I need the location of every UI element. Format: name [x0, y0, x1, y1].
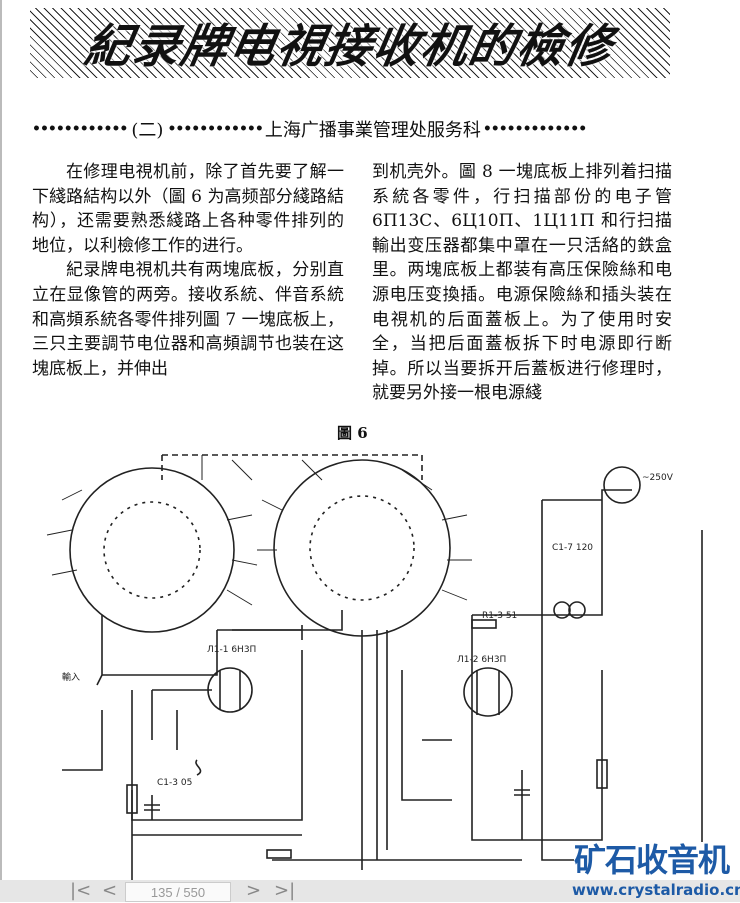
voltage-label: ~250V	[642, 473, 674, 483]
tube-label: Л1-1 6Н3П	[207, 645, 256, 655]
right-column: 到机壳外。圖 8 一塊底板上排列着扫描系統各零件，行扫描部份的电子管 6П13С…	[372, 160, 672, 406]
paragraph: 紀录牌电視机共有两塊底板，分别直立在显像管的两旁。接收系統、伴音系統和高頻系統各…	[32, 260, 344, 379]
figure-label: 圖 6	[337, 424, 368, 442]
component-label: C1-7 120	[552, 543, 593, 553]
byline: •••••••••••• (二) •••••••••••• 上海广播事業管理处服…	[32, 116, 672, 142]
dots: •••••••••••••	[482, 121, 587, 137]
watermark-logo: 矿石收音机	[574, 842, 736, 878]
article-title: 紀录牌电視接收机的檢修	[30, 8, 670, 78]
tube-label: Л1-2 6Н3П	[457, 655, 506, 665]
paragraph: 在修理电視机前，除了首先要了解一下綫路結构以外（圖 6 为高频部分綫路結构），还…	[32, 162, 344, 256]
article-title-text: 紀录牌电視接收机的檢修	[80, 19, 619, 73]
last-page-icon[interactable]: >|	[274, 880, 296, 901]
next-page-icon[interactable]: >	[246, 880, 262, 901]
input-label: 輸入	[62, 671, 80, 683]
dots: ••••••••••••	[167, 121, 263, 137]
part-number: (二)	[131, 120, 164, 141]
document-page: 紀录牌电視接收机的檢修 •••••••••••• (二) •••••••••••…	[0, 0, 703, 880]
viewer-toolbar: |< < 135 / 550 > >| www.crystalradio.cn	[0, 880, 740, 902]
circuit-schematic: 輸入 Л1-1 6Н3П Л1-2 6Н3П ~250V C1-3 05 C1-…	[46, 454, 703, 880]
left-column: 在修理电視机前，除了首先要了解一下綫路結构以外（圖 6 为高频部分綫路結构），还…	[32, 160, 344, 381]
watermark-url: www.crystalradio.cn	[572, 881, 740, 899]
page-indicator-input[interactable]: 135 / 550	[125, 882, 231, 902]
first-page-icon[interactable]: |<	[70, 880, 92, 901]
author: 上海广播事業管理处服务科	[264, 120, 481, 141]
component-label: C1-3 05	[157, 778, 192, 788]
component-label: R1-3 51	[482, 611, 517, 621]
dots: ••••••••••••	[32, 121, 128, 137]
prev-page-icon[interactable]: <	[102, 880, 118, 901]
paragraph: 到机壳外。圖 8 一塊底板上排列着扫描系統各零件，行扫描部份的电子管 6П13С…	[372, 162, 672, 404]
